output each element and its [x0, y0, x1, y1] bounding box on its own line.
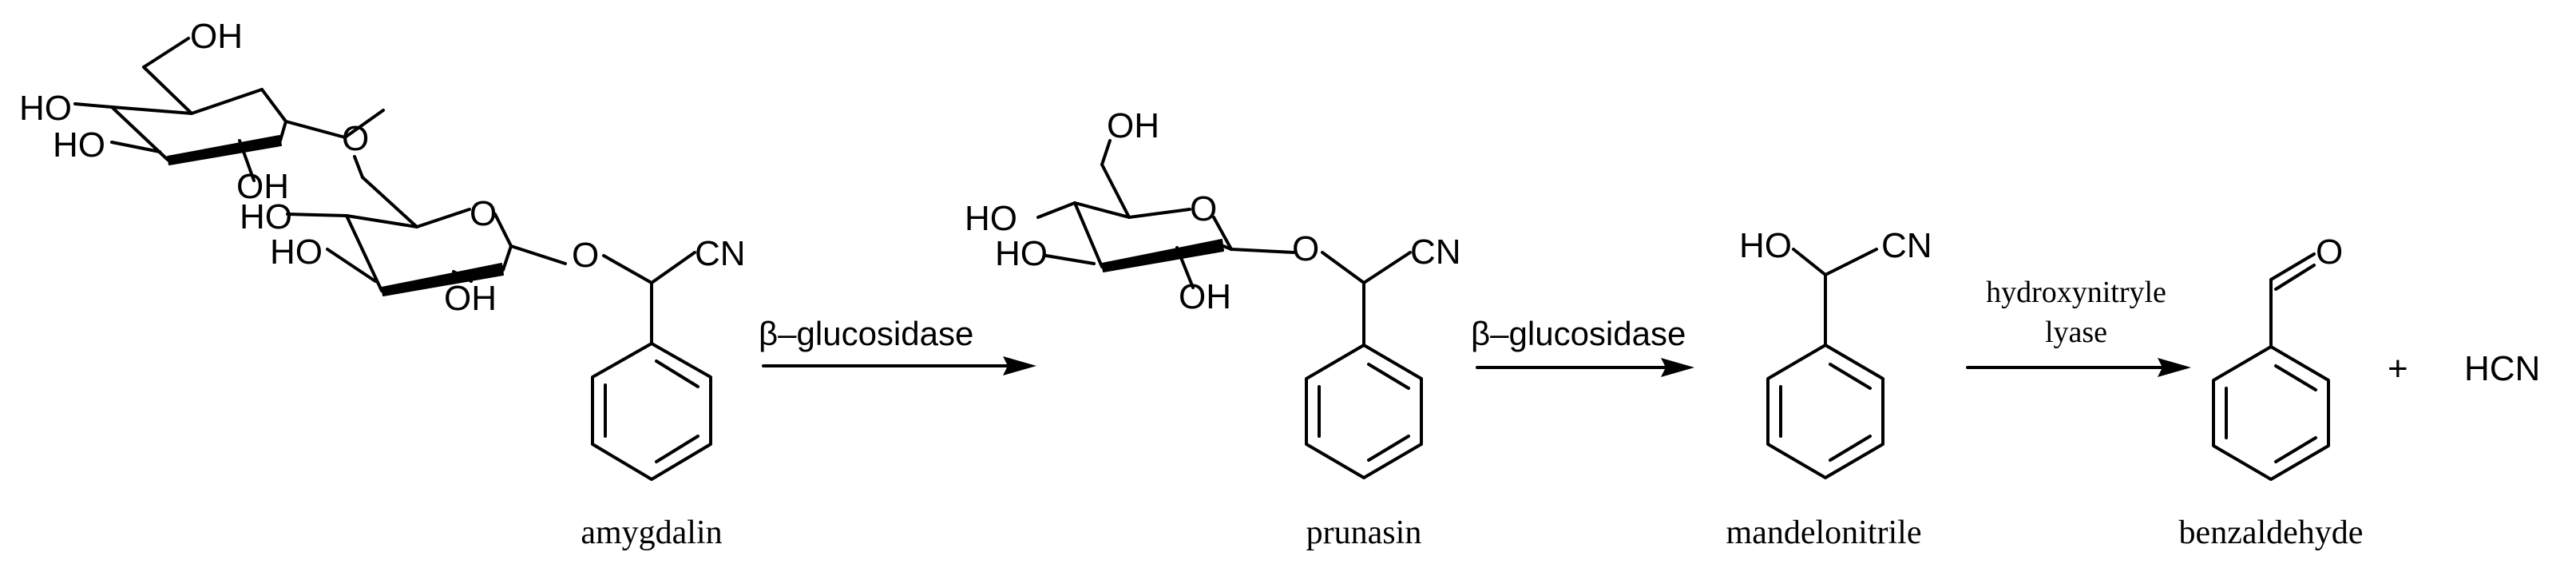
enzyme-label-lyase: lyase [2045, 316, 2107, 349]
arrow-head [1003, 356, 1036, 375]
plus-sign: + [2388, 349, 2408, 388]
atom-label-cn: CN [1881, 226, 1932, 265]
atom-label-o: O [2316, 232, 2343, 272]
reaction-arrow-3: hydroxynitryle lyase [1966, 276, 2191, 377]
hcn-label: HCN [2464, 349, 2540, 388]
reaction-arrow-2: β–glucosidase [1471, 315, 1694, 377]
amygdalin-structure: OH HO HO OH O O HO HO OH O CN [19, 17, 746, 551]
atom-label-ho: HO [19, 89, 72, 128]
compound-label-mandelonitrile: mandelonitrile [1726, 514, 1922, 551]
compound-label-benzaldehyde: benzaldehyde [2179, 514, 2364, 551]
arrow-head [1661, 358, 1694, 377]
benzaldehyde-structure: O benzaldehyde [2179, 232, 2364, 551]
arrow-head [2158, 358, 2191, 377]
atom-label-oh: OH [190, 17, 243, 56]
atom-label-oh: OH [1179, 277, 1231, 316]
atom-label-o: O [470, 194, 497, 233]
atom-label-o: O [342, 119, 369, 158]
atom-label-ho: HO [965, 199, 1017, 238]
atom-label-oh: OH [444, 279, 497, 318]
atom-label-ho: HO [240, 197, 292, 236]
atom-label-o: O [572, 236, 599, 275]
enzyme-label-beta-glucosidase: β–glucosidase [1471, 315, 1686, 352]
reaction-arrow-1: β–glucosidase [759, 315, 1036, 375]
enzyme-label-hydroxynitryle: hydroxynitryle [1986, 276, 2166, 309]
atom-label-o: O [1190, 189, 1217, 228]
mandelonitrile-structure: HO CN mandelonitrile [1726, 226, 1932, 551]
atom-label-cn: CN [695, 234, 746, 273]
atom-label-ho: HO [995, 234, 1048, 273]
atom-label-oh: OH [236, 167, 289, 206]
atom-label-ho: HO [270, 232, 323, 272]
enzyme-label-beta-glucosidase: β–glucosidase [759, 315, 973, 352]
atom-label-ho: HO [1739, 226, 1792, 265]
atom-label-o: O [1292, 229, 1319, 268]
prunasin-structure: HO O HO OH OH O CN prunasin [965, 106, 1461, 551]
atom-label-cn: CN [1410, 232, 1461, 272]
atom-label-oh: OH [1107, 106, 1159, 145]
atom-label-ho: HO [53, 125, 105, 165]
compound-label-prunasin: prunasin [1306, 514, 1422, 551]
compound-label-amygdalin: amygdalin [581, 514, 722, 551]
